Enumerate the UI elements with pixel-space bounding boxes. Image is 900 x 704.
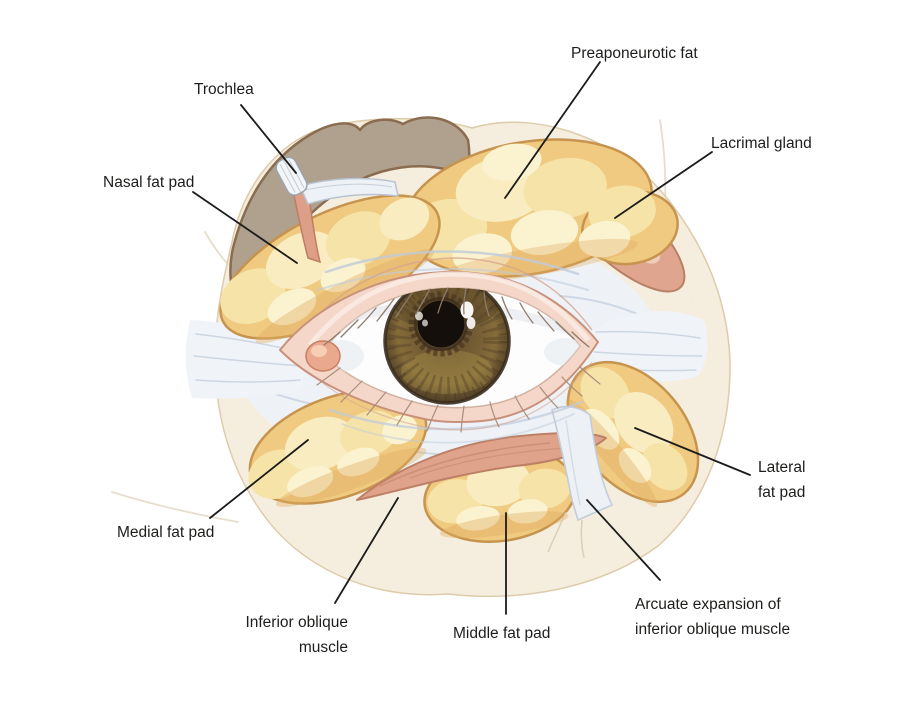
label-arcuate-expansion: Arcuate expansion of inferior oblique mu… [635, 592, 790, 642]
leader-line-medial-fat-pad [209, 439, 309, 519]
lid-sheen [308, 271, 590, 347]
leader-line-arcuate-expansion [586, 499, 661, 581]
caruncle [305, 340, 341, 372]
label-nasal-fat-pad: Nasal fat pad [103, 174, 195, 191]
lid-crease-upper [299, 257, 593, 336]
arcuate-expansion-shape [547, 405, 614, 559]
label-lateral-line1: Lateral [758, 459, 806, 476]
leader-line-inferior-oblique [334, 497, 399, 604]
medial-fat-pad-shape [248, 389, 428, 507]
leader-line-nasal-fat-pad [192, 191, 298, 264]
label-inferior-oblique-line2: muscle [298, 639, 348, 656]
label-arcuate-line1: Arcuate expansion of [635, 596, 781, 613]
trochlea-shape [275, 156, 308, 196]
septum-shading-arcs [317, 250, 589, 444]
label-middle-fat-pad: Middle fat pad [453, 625, 551, 642]
medial-canthal-tendon [185, 320, 303, 399]
label-lateral-line2: fat pad [758, 484, 806, 501]
label-medial-fat-pad: Medial fat pad [117, 524, 215, 541]
label-preaponeurotic-fat: Preaponeurotic fat [571, 45, 698, 62]
pupil [417, 300, 465, 348]
lower-eyelashes [316, 366, 601, 433]
label-arcuate-line2: inferior oblique muscle [635, 621, 791, 638]
leader-line-lacrimal-gland [614, 151, 713, 219]
eye [279, 257, 601, 433]
leader-lines [192, 61, 751, 615]
leader-line-preaponeurotic-fat [504, 61, 601, 199]
leader-line-lateral-fat-pad [634, 427, 751, 476]
label-lateral-fat-pad: Lateral fat pad [758, 455, 805, 505]
label-trochlea: Trochlea [194, 81, 254, 98]
leader-line-trochlea [240, 104, 297, 174]
upper-eyelashes [323, 287, 590, 348]
trochlea-assembly [275, 156, 399, 264]
superior-oblique-muscle-strand [292, 189, 322, 264]
limbal-ring [383, 288, 511, 405]
label-lacrimal-gland: Lacrimal gland [711, 135, 812, 152]
catchlight [460, 301, 474, 319]
inferior-oblique-muscle-shape [356, 432, 607, 501]
label-inferior-oblique-line1: Inferior oblique [245, 614, 348, 631]
label-inferior-oblique-muscle: Inferior oblique muscle [230, 610, 348, 660]
